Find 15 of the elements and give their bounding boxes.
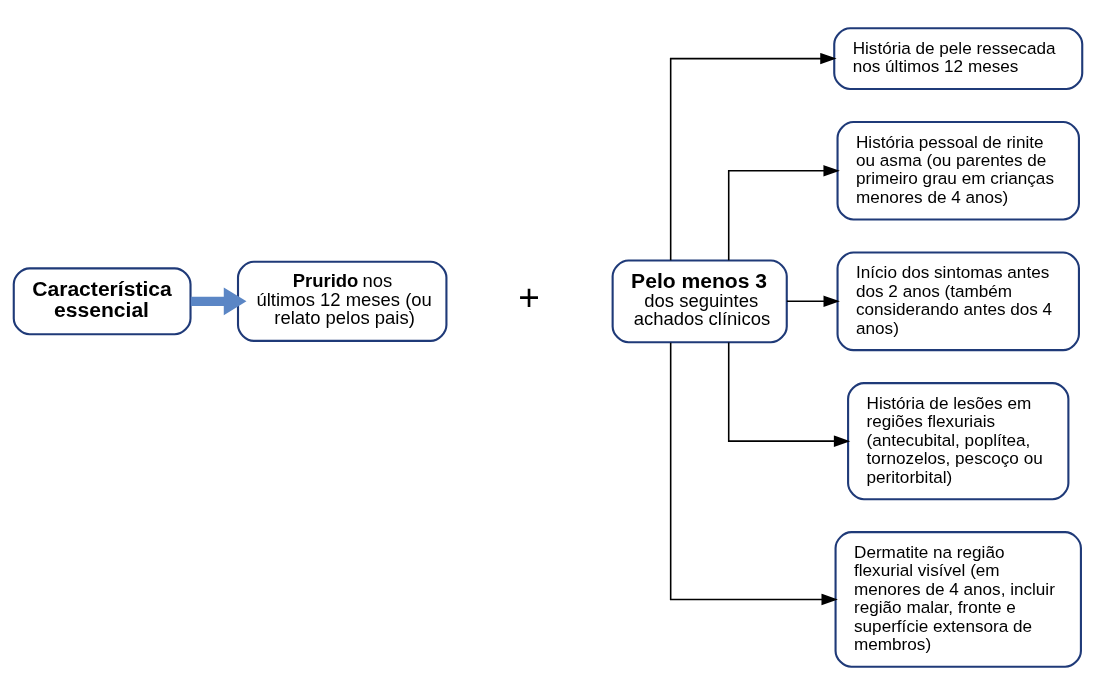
label: + <box>518 277 540 319</box>
node-box: Pelo menos 3 dos seguintes achados clínicos <box>611 259 788 344</box>
node-box: Característica essencial <box>12 267 192 336</box>
node-box: Dermatite na região flexurial visível (em menores de 4 anos, incluir região malar, fronte e superfície extensora de membros) <box>834 531 1082 668</box>
arrow <box>727 165 840 262</box>
arrow <box>669 342 838 606</box>
node-box: História de pele ressecada nos últimos 12 meses <box>833 27 1084 90</box>
arrow <box>727 341 851 447</box>
arrow <box>190 287 247 316</box>
node-box: História pessoal de rinite ou asma (ou parentes de primeiro grau em crianças menores de 4 anos) <box>836 120 1080 221</box>
arrow <box>669 52 837 261</box>
node-box: Prurido nos últimos 12 meses (ou relato pelos pais) <box>236 260 448 342</box>
arrow <box>786 295 840 308</box>
node-box: História de lesões em regiões flexuriais (antecubital, poplítea, tornozelos, pescoço ou peritorbital) <box>847 382 1070 501</box>
node-box: Início dos sintomas antes dos 2 anos (também considerando antes dos 4 anos) <box>836 251 1080 352</box>
